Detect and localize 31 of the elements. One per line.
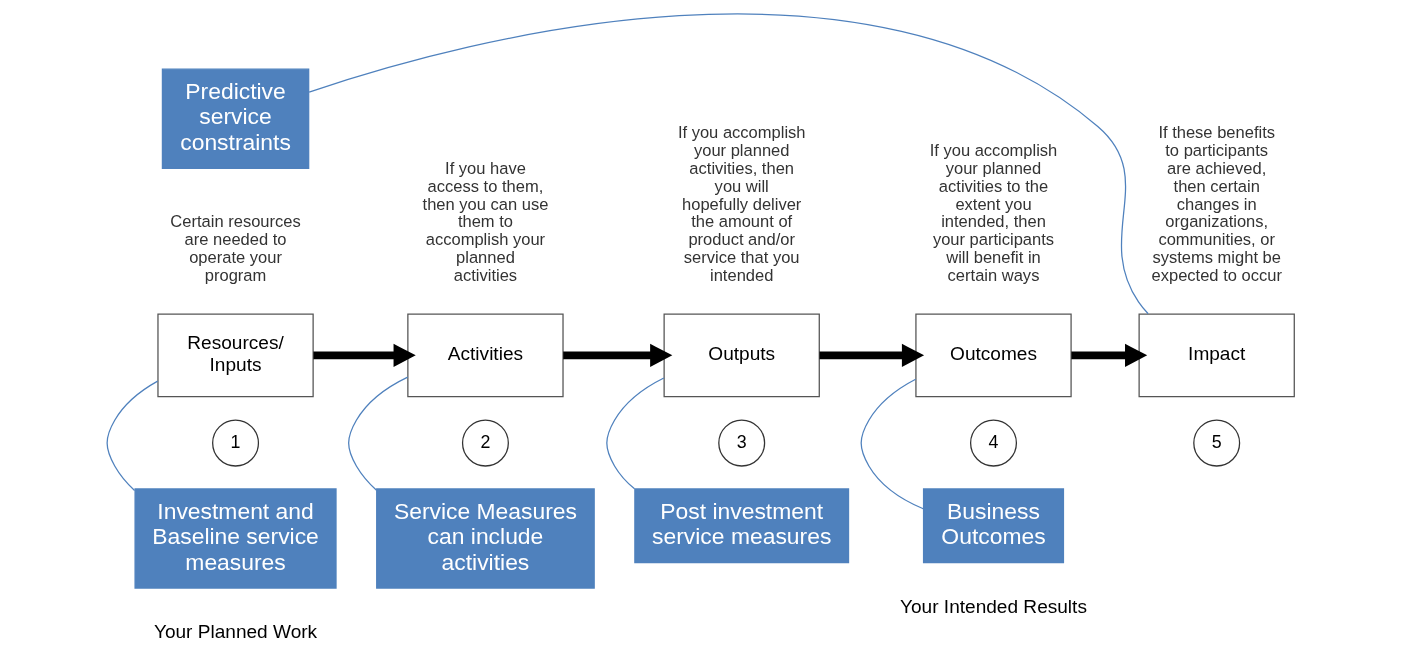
node-circle: 2: [461, 419, 509, 467]
connector: [606, 377, 665, 490]
node-box: Post investment service measures: [634, 488, 850, 564]
node-box: Activities: [407, 313, 564, 398]
arrow: [819, 343, 925, 367]
connector: [860, 378, 924, 510]
label: Your Planned Work: [153, 621, 318, 643]
node-box: Resources/ Inputs: [157, 313, 314, 398]
node-box: Impact: [1138, 313, 1295, 398]
connector: [308, 13, 1149, 315]
node-box: Investment and Baseline service measures: [134, 488, 337, 589]
node-box: Predictive service constraints: [161, 68, 310, 170]
arrow: [1071, 343, 1148, 367]
node-circle: 4: [970, 419, 1018, 467]
arrow: [563, 343, 673, 367]
node-circle: 1: [212, 419, 260, 467]
node-box: Outputs: [663, 313, 820, 398]
node-label: Certain resources are needed to operate your program: [170, 212, 301, 285]
node-circle: 5: [1193, 419, 1241, 467]
node-label: If these benefits to participants are achieved, then certain changes in organizations, communities, or systems might be expected to occur: [1151, 123, 1282, 285]
node-box: Service Measures can include activities: [376, 488, 595, 589]
node-box: Business Outcomes: [922, 488, 1065, 564]
connector: [348, 376, 409, 491]
node-label: If you accomplish your planned activities, then you will hopefully deliver the amount of product and/or service that you intended: [677, 123, 806, 285]
label: Your Intended Results: [900, 595, 1087, 617]
node-label: If you accomplish your planned activities to the extent you intended, then your participants will benefit in certain ways: [929, 141, 1058, 285]
node-circle: 3: [718, 419, 766, 467]
node-label: If you have access to them, then you can use them to accomplish your planned activities: [422, 159, 549, 285]
connector: [106, 380, 159, 492]
node-box: Outcomes: [915, 313, 1072, 398]
arrow: [313, 343, 416, 367]
